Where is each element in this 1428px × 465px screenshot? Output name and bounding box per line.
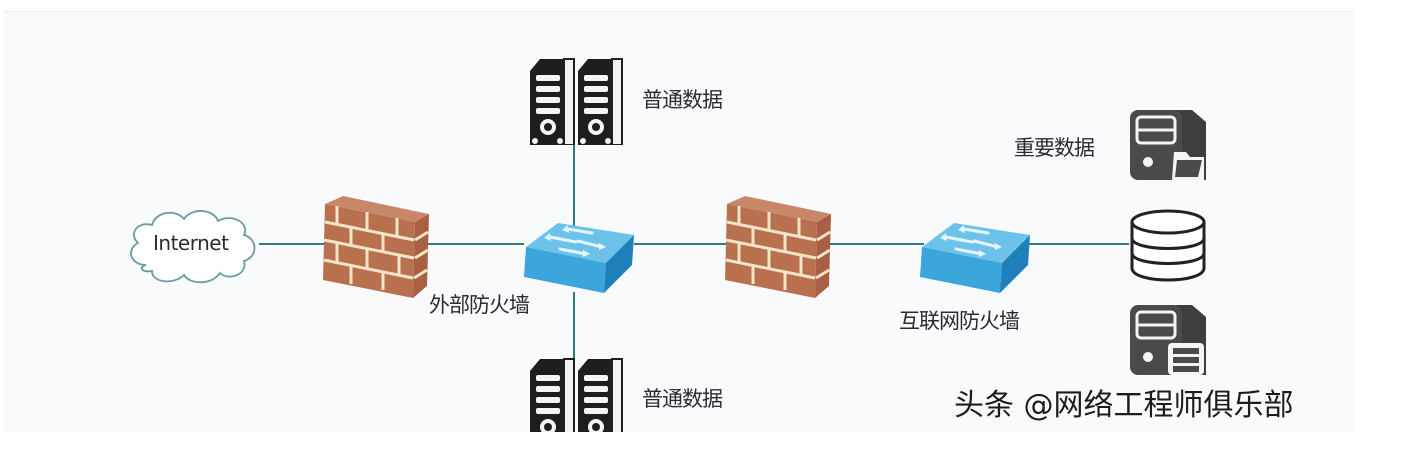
- brick-firewall-icon: [323, 196, 429, 298]
- link-internal-firewall-switch: [826, 243, 924, 245]
- server-table-icon: [1130, 305, 1206, 375]
- app-server-node: [1128, 303, 1208, 377]
- server-bottom-node: [528, 357, 624, 432]
- link-internet-external-firewall: [259, 243, 329, 245]
- server-top-label: 普通数据: [642, 88, 723, 112]
- internet-node: Internet: [124, 205, 262, 287]
- internet-firewall-switch-node: [916, 217, 1034, 297]
- link-switch-database: [1029, 243, 1129, 245]
- link-external-firewall-core-switch: [424, 243, 524, 245]
- link-core-switch-server-top: [573, 142, 575, 232]
- database-node: [1128, 208, 1208, 282]
- link-core-switch-internal-firewall: [634, 243, 729, 245]
- internet-firewall-label: 互联网防火墙: [899, 309, 1020, 333]
- internet-label: Internet: [153, 231, 229, 255]
- server-bottom-label: 普通数据: [642, 387, 723, 411]
- cloud-icon: [130, 210, 256, 284]
- external-firewall-node: [319, 194, 431, 302]
- internal-firewall-node: [721, 194, 833, 302]
- link-core-switch-server-bottom: [573, 292, 575, 367]
- important-data-label: 重要数据: [1014, 136, 1095, 160]
- server-tower-pair-icon: [530, 358, 623, 432]
- external-firewall-label: 外部防火墙: [429, 293, 530, 317]
- switch-icon: [524, 223, 634, 293]
- server-top-node: [528, 57, 624, 145]
- server-tower-pair-icon: [530, 58, 623, 145]
- switch-icon: [920, 223, 1030, 293]
- core-switch-node: [520, 217, 638, 297]
- server-folder-icon: [1130, 110, 1206, 180]
- network-diagram: Internet: [4, 11, 1354, 432]
- important-data-node: [1128, 108, 1208, 182]
- brick-firewall-icon: [725, 196, 831, 298]
- database-icon: [1130, 209, 1206, 282]
- watermark-text: 头条 @网络工程师俱乐部: [954, 388, 1294, 423]
